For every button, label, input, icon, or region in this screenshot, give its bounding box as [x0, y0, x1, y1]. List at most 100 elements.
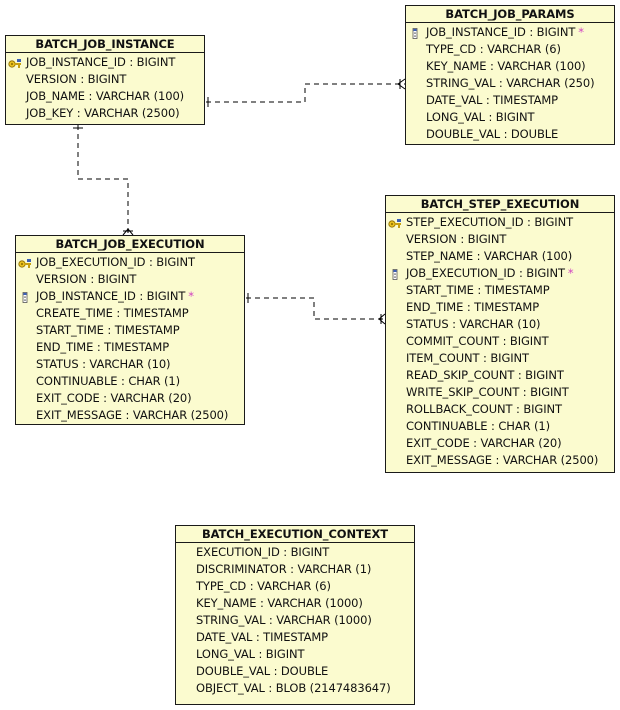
column-text: DATE_VAL : TIMESTAMP	[196, 630, 329, 644]
column-row[interactable]: EXIT_MESSAGE : VARCHAR (2500)	[16, 407, 244, 424]
column-text: STEP_NAME : VARCHAR (100)	[406, 249, 573, 263]
column-row[interactable]: DISCRIMINATOR : VARCHAR (1)	[176, 561, 414, 578]
entity-batch-execution-context[interactable]: BATCH_EXECUTION_CONTEXT EXECUTION_ID : B…	[175, 525, 415, 705]
column-text: LONG_VAL : BIGINT	[426, 110, 535, 124]
column-row[interactable]: STATUS : VARCHAR (10)	[16, 356, 244, 373]
column-row[interactable]: STEP_NAME : VARCHAR (100)	[386, 248, 614, 265]
relationship-line-instance-execution	[77, 125, 129, 235]
column-row[interactable]: COMMIT_COUNT : BIGINT	[386, 333, 614, 350]
column-row[interactable]: END_TIME : TIMESTAMP	[386, 299, 614, 316]
column-text: JOB_KEY : VARCHAR (2500)	[26, 106, 180, 120]
column-row[interactable]: VERSION : BIGINT	[386, 231, 614, 248]
column-row[interactable]: STRING_VAL : VARCHAR (250)	[406, 75, 614, 92]
column-list: JOB_INSTANCE_ID : BIGINT*TYPE_CD : VARCH…	[406, 23, 614, 143]
primary-key-icon	[8, 57, 22, 68]
column-row[interactable]: START_TIME : TIMESTAMP	[386, 282, 614, 299]
column-row[interactable]: CONTINUABLE : CHAR (1)	[16, 373, 244, 390]
column-text: TYPE_CD : VARCHAR (6)	[426, 42, 561, 56]
column-text: STRING_VAL : VARCHAR (250)	[426, 76, 595, 90]
entity-batch-job-params[interactable]: BATCH_JOB_PARAMS JOB_INSTANCE_ID : BIGIN…	[405, 5, 615, 145]
column-row[interactable]: JOB_INSTANCE_ID : BIGINT	[6, 54, 204, 71]
column-text: JOB_INSTANCE_ID : BIGINT	[36, 289, 186, 303]
column-row[interactable]: START_TIME : TIMESTAMP	[16, 322, 244, 339]
column-row[interactable]: VERSION : BIGINT	[6, 71, 204, 88]
column-text: END_TIME : TIMESTAMP	[406, 300, 540, 314]
column-row[interactable]: DATE_VAL : TIMESTAMP	[406, 92, 614, 109]
column-row[interactable]: TYPE_CD : VARCHAR (6)	[406, 41, 614, 58]
column-row[interactable]: TYPE_CD : VARCHAR (6)	[176, 578, 414, 595]
column-row[interactable]: ITEM_COUNT : BIGINT	[386, 350, 614, 367]
column-text: KEY_NAME : VARCHAR (1000)	[196, 596, 363, 610]
column-text: STRING_VAL : VARCHAR (1000)	[196, 613, 372, 627]
column-text: VERSION : BIGINT	[36, 272, 137, 286]
column-text: EXIT_CODE : VARCHAR (20)	[406, 436, 562, 450]
column-row[interactable]: EXECUTION_ID : BIGINT	[176, 544, 414, 561]
column-row[interactable]: KEY_NAME : VARCHAR (1000)	[176, 595, 414, 612]
primary-key-icon	[388, 217, 402, 228]
column-text: VERSION : BIGINT	[406, 232, 507, 246]
column-text: STEP_EXECUTION_ID : BIGINT	[406, 215, 573, 229]
column-row[interactable]: JOB_EXECUTION_ID : BIGINT	[16, 254, 244, 271]
column-text: ROLLBACK_COUNT : BIGINT	[406, 402, 562, 416]
column-row[interactable]: LONG_VAL : BIGINT	[176, 646, 414, 663]
column-text: OBJECT_VAL : BLOB (2147483647)	[196, 681, 391, 695]
column-row[interactable]: CREATE_TIME : TIMESTAMP	[16, 305, 244, 322]
column-row[interactable]: KEY_NAME : VARCHAR (100)	[406, 58, 614, 75]
column-text: JOB_NAME : VARCHAR (100)	[26, 89, 185, 103]
column-row[interactable]: STRING_VAL : VARCHAR (1000)	[176, 612, 414, 629]
column-row[interactable]: DOUBLE_VAL : DOUBLE	[406, 126, 614, 143]
entity-batch-step-execution[interactable]: BATCH_STEP_EXECUTION STEP_EXECUTION_ID :…	[385, 195, 615, 473]
column-row[interactable]: END_TIME : TIMESTAMP	[16, 339, 244, 356]
entity-title: BATCH_JOB_PARAMS	[406, 6, 614, 23]
column-row[interactable]: CONTINUABLE : CHAR (1)	[386, 418, 614, 435]
many-marker	[122, 228, 134, 236]
column-row[interactable]: JOB_NAME : VARCHAR (100)	[6, 88, 204, 105]
column-text: READ_SKIP_COUNT : BIGINT	[406, 368, 564, 382]
column-text: DATE_VAL : TIMESTAMP	[426, 93, 559, 107]
column-row[interactable]: EXIT_CODE : VARCHAR (20)	[16, 390, 244, 407]
entity-batch-job-instance[interactable]: BATCH_JOB_INSTANCE JOB_INSTANCE_ID : BIG…	[5, 35, 205, 125]
column-text: COMMIT_COUNT : BIGINT	[406, 334, 549, 348]
column-row[interactable]: ROLLBACK_COUNT : BIGINT	[386, 401, 614, 418]
column-row[interactable]: JOB_INSTANCE_ID : BIGINT*	[406, 24, 614, 41]
many-marker	[397, 78, 406, 90]
column-row[interactable]: READ_SKIP_COUNT : BIGINT	[386, 367, 614, 384]
column-text: EXIT_MESSAGE : VARCHAR (2500)	[36, 408, 229, 422]
column-row[interactable]: STATUS : VARCHAR (10)	[386, 316, 614, 333]
column-row[interactable]: STEP_EXECUTION_ID : BIGINT	[386, 214, 614, 231]
entity-title: BATCH_JOB_EXECUTION	[16, 236, 244, 253]
column-row[interactable]: DOUBLE_VAL : DOUBLE	[176, 663, 414, 680]
column-text: CONTINUABLE : CHAR (1)	[406, 419, 551, 433]
column-text: END_TIME : TIMESTAMP	[36, 340, 170, 354]
column-row[interactable]: JOB_INSTANCE_ID : BIGINT*	[16, 288, 244, 305]
column-text: ITEM_COUNT : BIGINT	[406, 351, 529, 365]
column-text: CONTINUABLE : CHAR (1)	[36, 374, 181, 388]
column-text: STATUS : VARCHAR (10)	[36, 357, 171, 371]
column-text: DOUBLE_VAL : DOUBLE	[196, 664, 329, 678]
column-row[interactable]: JOB_KEY : VARCHAR (2500)	[6, 105, 204, 122]
column-row[interactable]: OBJECT_VAL : BLOB (2147483647)	[176, 680, 414, 697]
column-row[interactable]: WRITE_SKIP_COUNT : BIGINT	[386, 384, 614, 401]
relationship-line-execution-step	[246, 297, 385, 320]
column-text: WRITE_SKIP_COUNT : BIGINT	[406, 385, 569, 399]
column-text: VERSION : BIGINT	[26, 72, 127, 86]
column-text: START_TIME : TIMESTAMP	[406, 283, 550, 297]
foreign-key-icon	[388, 268, 402, 280]
column-text: START_TIME : TIMESTAMP	[36, 323, 180, 337]
relationship-line-instance-params	[206, 83, 405, 103]
column-text: TYPE_CD : VARCHAR (6)	[196, 579, 331, 593]
column-row[interactable]: EXIT_MESSAGE : VARCHAR (2500)	[386, 452, 614, 469]
entity-title: BATCH_JOB_INSTANCE	[6, 36, 204, 53]
column-text: JOB_EXECUTION_ID : BIGINT	[36, 255, 195, 269]
column-list: JOB_EXECUTION_ID : BIGINT VERSION : BIGIN…	[16, 253, 244, 424]
column-row[interactable]: JOB_EXECUTION_ID : BIGINT*	[386, 265, 614, 282]
entity-batch-job-execution[interactable]: BATCH_JOB_EXECUTION JOB_EXECUTION_ID : B…	[15, 235, 245, 425]
column-row[interactable]: VERSION : BIGINT	[16, 271, 244, 288]
foreign-key-icon	[18, 291, 32, 303]
column-row[interactable]: LONG_VAL : BIGINT	[406, 109, 614, 126]
column-row[interactable]: DATE_VAL : TIMESTAMP	[176, 629, 414, 646]
column-text: CREATE_TIME : TIMESTAMP	[36, 306, 189, 320]
column-row[interactable]: EXIT_CODE : VARCHAR (20)	[386, 435, 614, 452]
